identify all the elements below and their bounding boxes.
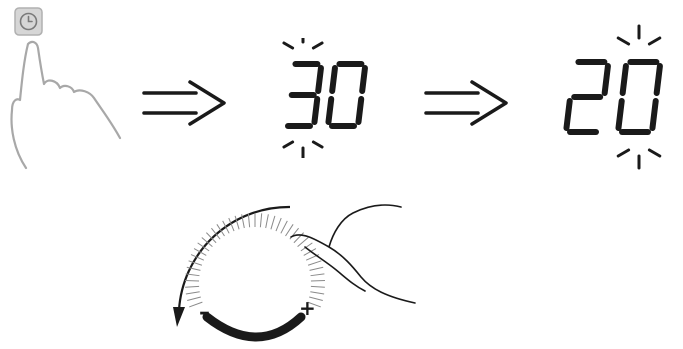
dial-tick <box>310 292 324 294</box>
display-digit-3 <box>288 64 321 126</box>
next-step-arrow <box>422 78 512 128</box>
dial-tick <box>276 218 281 231</box>
dial-tick <box>311 274 325 276</box>
dial-tick <box>298 238 309 247</box>
dial-tick <box>301 243 312 251</box>
dial-tick <box>217 224 225 236</box>
dial-tick <box>235 216 239 229</box>
dial-tick <box>186 292 200 294</box>
dial-tick <box>281 221 287 233</box>
dial-tick <box>271 216 275 229</box>
blink-rays-top <box>618 26 660 44</box>
display-digit-0 <box>328 64 364 126</box>
minus-label: – <box>199 300 210 325</box>
arrowhead-icon <box>173 307 185 327</box>
blink-rays-top <box>284 38 322 48</box>
tap-hand-icon <box>12 42 120 168</box>
plus-label: + <box>299 296 316 320</box>
rotate-hand-icon <box>291 205 415 303</box>
dial-scale <box>185 213 325 307</box>
dial-tick <box>266 214 269 228</box>
dial-tick <box>189 261 202 265</box>
dial-tick <box>260 213 261 227</box>
dial-tick <box>285 224 293 236</box>
display-digit-2 <box>566 62 607 132</box>
dial-tick <box>308 261 321 265</box>
display-digit-0 <box>618 62 659 132</box>
dial-tick <box>194 249 206 256</box>
blink-rays-bottom <box>618 150 660 168</box>
adjust-range-bar <box>207 317 301 337</box>
dial-tick <box>310 267 324 270</box>
timer-touch-panel <box>0 0 130 175</box>
blink-rays-bottom <box>284 142 322 158</box>
dial-tick <box>185 286 199 287</box>
next-step-arrow <box>140 78 230 128</box>
timer-display-30 <box>268 38 388 158</box>
adjust-dial: – + <box>165 185 425 349</box>
clock-icon <box>15 8 42 35</box>
timer-display-20 <box>552 22 682 172</box>
dial-tick <box>311 286 325 287</box>
